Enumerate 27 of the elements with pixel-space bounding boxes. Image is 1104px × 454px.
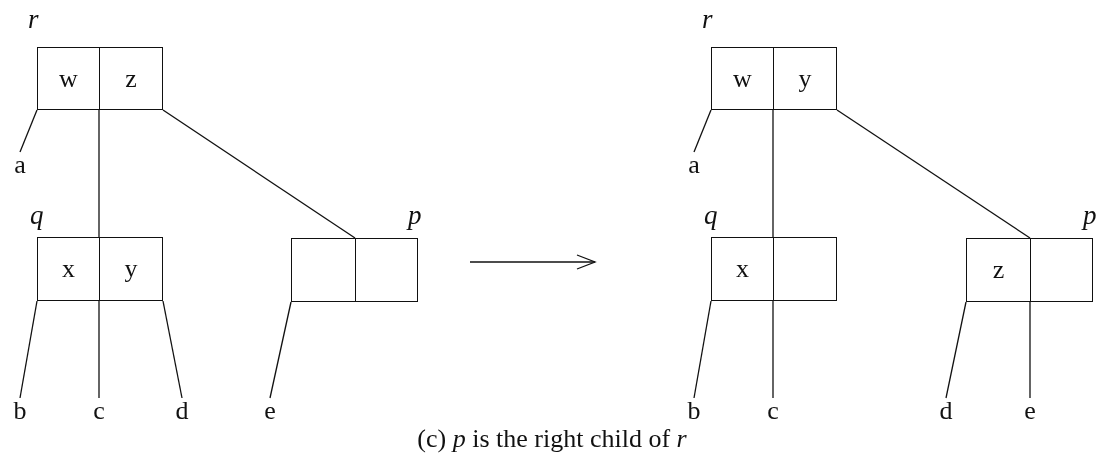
subtree-label: d bbox=[170, 398, 194, 428]
node-label: p bbox=[408, 202, 422, 229]
key-cell: y bbox=[773, 47, 837, 110]
key-cell: w bbox=[711, 47, 774, 110]
subtree-label: e bbox=[1018, 398, 1042, 428]
subtree-label: b bbox=[8, 398, 32, 428]
key-cell bbox=[291, 238, 356, 302]
key-cell bbox=[773, 237, 837, 301]
subtree-label: d bbox=[934, 398, 958, 428]
key-cell: x bbox=[711, 237, 774, 301]
node-label: q bbox=[30, 202, 44, 229]
key-cell: y bbox=[99, 237, 163, 301]
key-cell: z bbox=[966, 238, 1031, 302]
key-cell bbox=[1030, 238, 1093, 302]
node-label: r bbox=[702, 6, 713, 33]
key-cell: z bbox=[99, 47, 163, 110]
node-label: p bbox=[1083, 202, 1097, 229]
node-label: q bbox=[704, 202, 718, 229]
subtree-label: a bbox=[682, 152, 706, 182]
subtree-label: e bbox=[258, 398, 282, 428]
subtree-label: a bbox=[8, 152, 32, 182]
subtree-label: c bbox=[87, 398, 111, 428]
node-label: r bbox=[28, 6, 39, 33]
key-cell: w bbox=[37, 47, 100, 110]
key-cell: x bbox=[37, 237, 100, 301]
key-cell bbox=[355, 238, 418, 302]
subtree-label: c bbox=[761, 398, 785, 428]
